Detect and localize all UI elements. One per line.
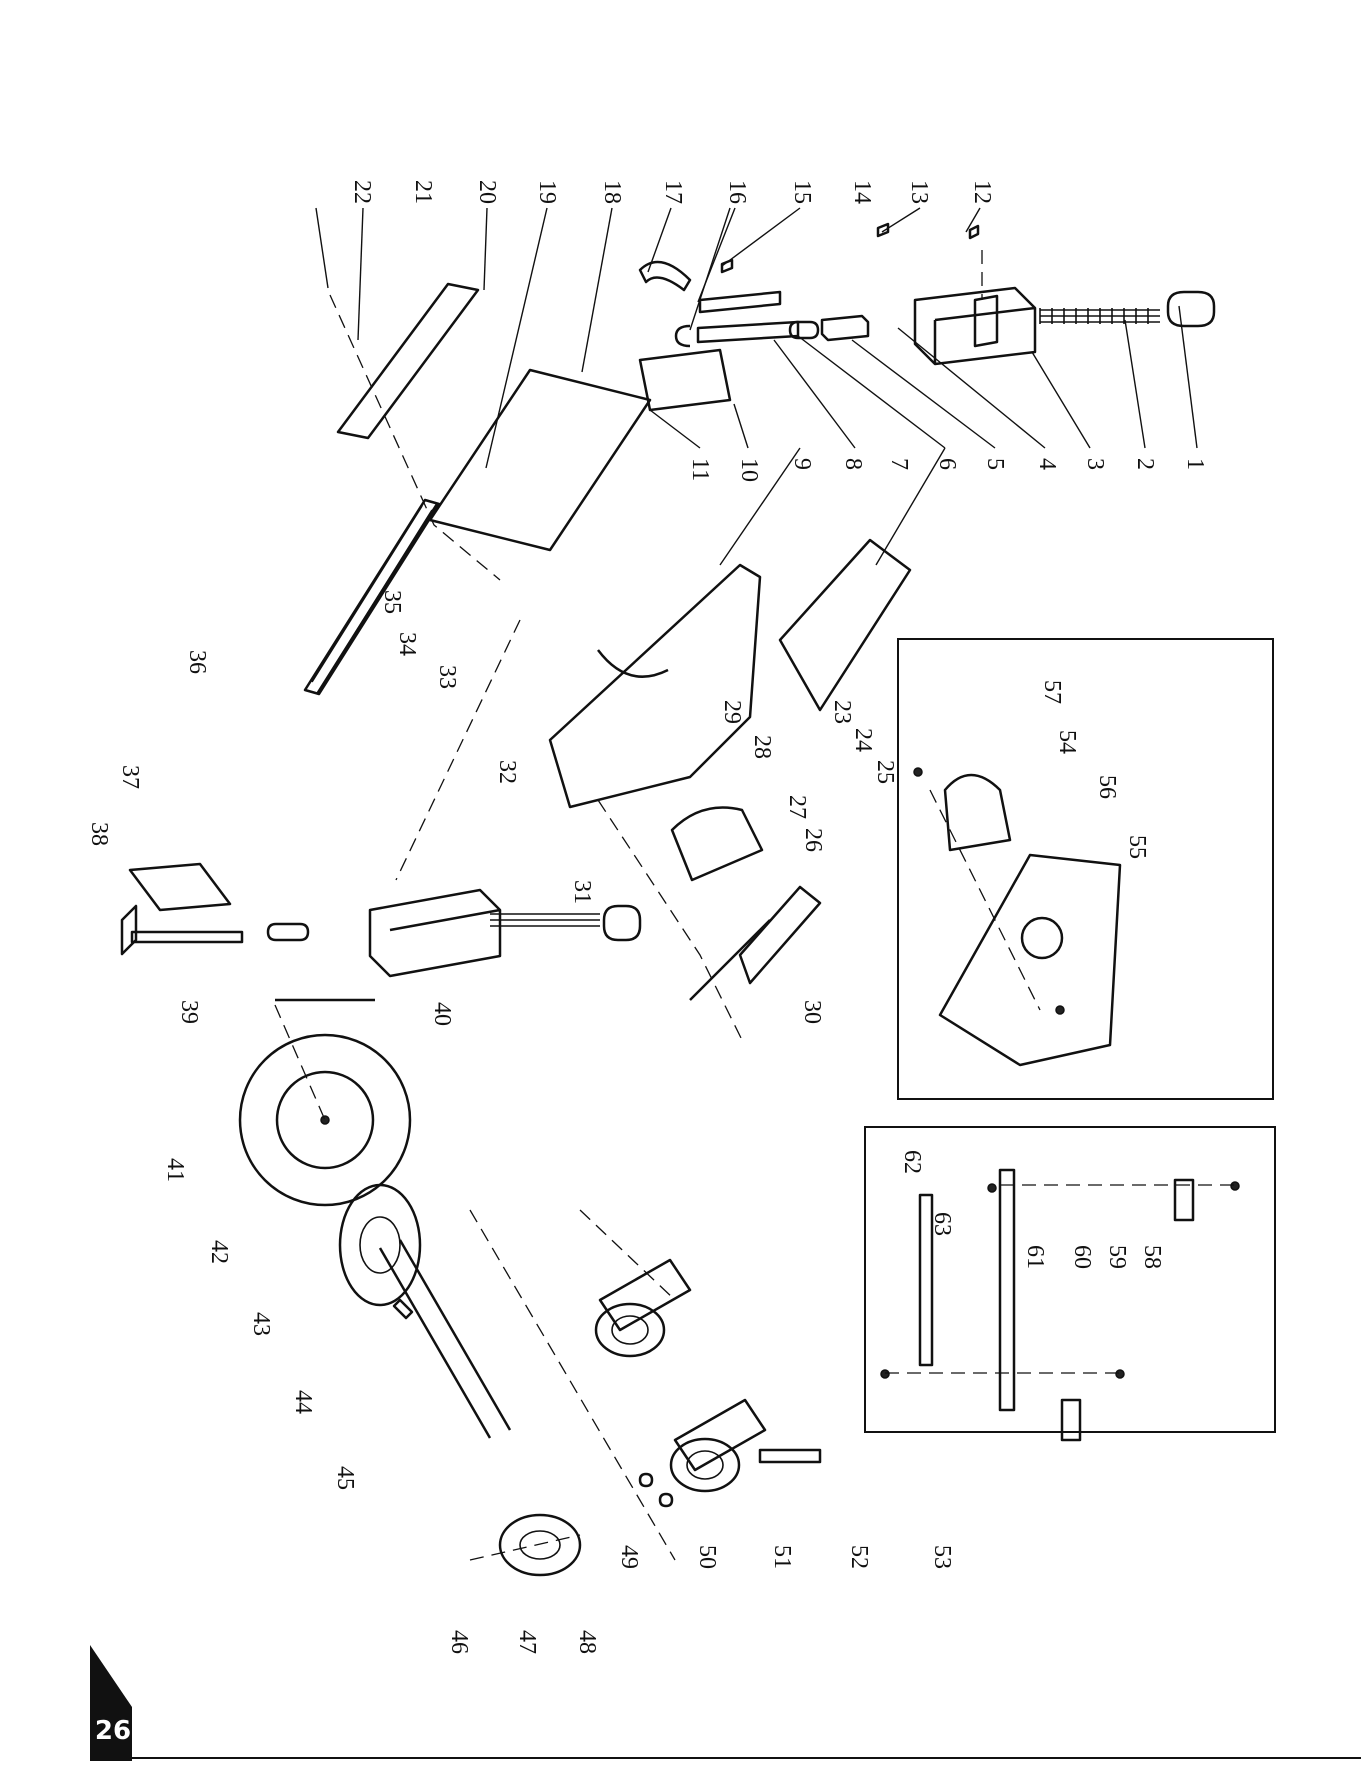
callout-label: 25 bbox=[872, 760, 898, 784]
callout-label: 63 bbox=[929, 1212, 955, 1236]
callout-label: 1 bbox=[1182, 458, 1208, 470]
callout-label: 8 bbox=[840, 458, 866, 470]
callout-label: 26 bbox=[800, 828, 826, 852]
callout-label: 59 bbox=[1104, 1245, 1130, 1269]
callout-label: 32 bbox=[494, 760, 520, 784]
callout-label: 28 bbox=[749, 735, 775, 759]
callout-label: 43 bbox=[248, 1312, 274, 1336]
callout-label: 9 bbox=[789, 458, 815, 470]
callout-label: 57 bbox=[1039, 680, 1065, 704]
callout-label: 45 bbox=[332, 1466, 358, 1490]
callout-label: 19 bbox=[534, 180, 560, 204]
callout-label: 4 bbox=[1034, 458, 1060, 470]
callout-label: 62 bbox=[899, 1150, 925, 1174]
callout-label: 17 bbox=[660, 180, 686, 204]
callout-label: 41 bbox=[162, 1158, 188, 1182]
callout-label: 55 bbox=[1124, 835, 1150, 859]
callout-label: 11 bbox=[687, 458, 713, 481]
callout-label: 27 bbox=[784, 795, 810, 819]
callout-leaders bbox=[316, 208, 1197, 565]
callout-label: 31 bbox=[569, 880, 595, 904]
callout-label: 15 bbox=[789, 180, 815, 204]
callout-label: 42 bbox=[206, 1240, 232, 1264]
callout-label: 23 bbox=[829, 700, 855, 724]
callout-label: 61 bbox=[1022, 1245, 1048, 1269]
alignment-lines bbox=[275, 250, 1235, 1560]
callout-label: 46 bbox=[446, 1630, 472, 1654]
callout-label: 58 bbox=[1139, 1245, 1165, 1269]
callout-label: 12 bbox=[969, 180, 995, 204]
callout-label: 48 bbox=[574, 1630, 600, 1654]
callout-label: 16 bbox=[724, 180, 750, 204]
callout-label: 37 bbox=[117, 765, 143, 789]
callout-label: 39 bbox=[176, 1000, 202, 1024]
callout-label: 34 bbox=[394, 632, 420, 656]
callout-label: 24 bbox=[850, 728, 876, 752]
callout-label: 49 bbox=[616, 1545, 642, 1569]
callout-label: 56 bbox=[1094, 775, 1120, 799]
callout-label: 44 bbox=[290, 1390, 316, 1414]
callout-label: 20 bbox=[474, 180, 500, 204]
callout-label: 10 bbox=[736, 458, 762, 482]
detail-inset-fence-rail bbox=[865, 1127, 1275, 1432]
callout-label: 29 bbox=[719, 700, 745, 724]
callout-label: 14 bbox=[849, 180, 875, 204]
callout-label: 38 bbox=[86, 822, 112, 846]
callout-label: 51 bbox=[769, 1545, 795, 1569]
detail-inset-dust-port bbox=[898, 639, 1273, 1099]
callout-label: 54 bbox=[1054, 730, 1080, 754]
callout-label: 50 bbox=[694, 1545, 720, 1569]
detail-insets bbox=[865, 639, 1275, 1432]
callout-label: 2 bbox=[1132, 458, 1158, 470]
callout-label: 30 bbox=[799, 1000, 825, 1024]
callout-label: 35 bbox=[379, 590, 405, 614]
callout-label: 36 bbox=[184, 650, 210, 674]
callout-label: 47 bbox=[514, 1630, 540, 1654]
callout-label: 21 bbox=[410, 180, 436, 204]
callout-label: 53 bbox=[929, 1545, 955, 1569]
callout-label: 7 bbox=[886, 458, 912, 470]
callout-label: 6 bbox=[934, 458, 960, 470]
callout-label: 22 bbox=[349, 180, 375, 204]
callout-label: 60 bbox=[1069, 1245, 1095, 1269]
callout-label: 40 bbox=[429, 1002, 455, 1026]
callout-label: 3 bbox=[1082, 458, 1108, 470]
callout-label: 33 bbox=[434, 665, 460, 689]
callout-label: 52 bbox=[846, 1545, 872, 1569]
callout-label: 18 bbox=[599, 180, 625, 204]
callout-label: 5 bbox=[982, 458, 1008, 470]
callout-label: 13 bbox=[906, 180, 932, 204]
